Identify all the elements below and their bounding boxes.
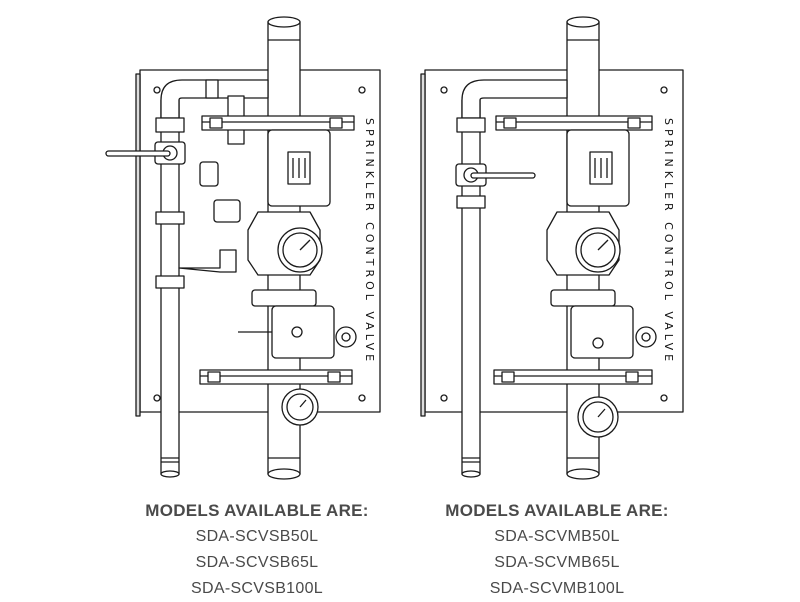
left-mounting-holes [153, 86, 366, 402]
right-model-2: SDA-SCVMB65L [494, 554, 620, 571]
right-mounting-holes [440, 86, 668, 402]
right-lower-bracket [493, 369, 653, 385]
right-top-elbow [461, 79, 568, 119]
left-model-1: SDA-SCVSB50L [195, 528, 319, 545]
right-flange [550, 289, 616, 307]
right-bypass-pipe [461, 99, 481, 478]
left-bypass-branch [178, 249, 237, 273]
valve-assemblies-drawing: SPRINKLER CONTROL VALVE [105, 16, 684, 480]
right-model-1: SDA-SCVMB50L [494, 528, 620, 545]
left-supervisory-box [267, 129, 331, 207]
right-assembly: SPRINKLER CONTROL VALVE [420, 16, 684, 480]
right-upper-bracket [495, 115, 653, 131]
right-union-top [456, 117, 486, 133]
left-flange [251, 289, 317, 307]
right-supervisory-box [566, 129, 630, 207]
left-models-caption: MODELS AVAILABLE ARE: SDA-SCVSB50L SDA-S… [107, 498, 407, 602]
left-ball-valve [105, 141, 186, 289]
left-upper-bracket [201, 115, 355, 131]
left-union-top [155, 117, 185, 133]
left-models-heading: MODELS AVAILABLE ARE: [145, 501, 369, 520]
left-alarm-valve [238, 305, 357, 359]
left-lower-gauge [281, 388, 319, 426]
right-ball-valve [455, 163, 536, 209]
right-model-3: SDA-SCVMB100L [489, 580, 625, 597]
left-top-elbow [160, 79, 269, 119]
right-vertical-label: SPRINKLER CONTROL VALVE [662, 118, 675, 365]
left-model-2: SDA-SCVSB65L [195, 554, 319, 571]
left-lower-bracket [199, 369, 353, 385]
left-assembly: SPRINKLER CONTROL VALVE [105, 16, 381, 480]
right-backboard-edge [420, 73, 426, 417]
right-union-low [456, 195, 486, 209]
left-tee-fitting [205, 79, 219, 99]
left-check-valve [213, 199, 241, 223]
left-test-valve [199, 161, 219, 187]
right-models-heading: MODELS AVAILABLE ARE: [445, 501, 669, 520]
right-models-caption: MODELS AVAILABLE ARE: SDA-SCVMB50L SDA-S… [407, 498, 707, 602]
left-union-mid [155, 211, 185, 225]
left-union-low [155, 275, 185, 289]
right-lower-gauge [577, 396, 619, 438]
left-vertical-label: SPRINKLER CONTROL VALVE [363, 118, 376, 365]
left-backboard-edge [135, 73, 141, 417]
right-alarm-valve [570, 305, 657, 359]
left-model-3: SDA-SCVSB100L [191, 580, 323, 597]
